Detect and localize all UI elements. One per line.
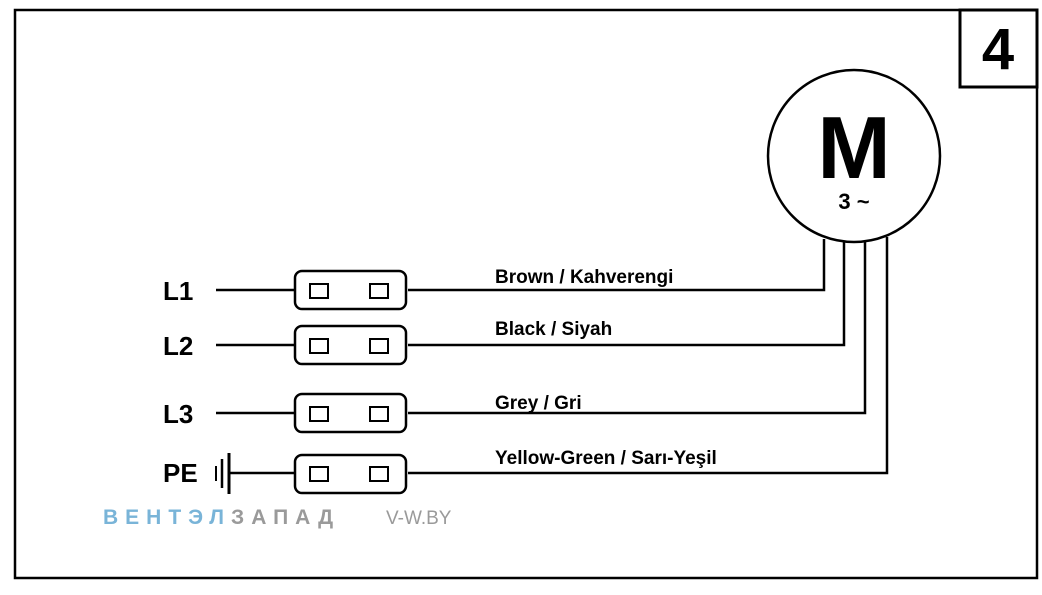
wire-brown: [408, 239, 826, 292]
line-label-pe: PE: [163, 458, 198, 488]
motor-symbol: M 3 ~: [766, 68, 942, 244]
earth-icon: [215, 453, 231, 494]
wire-black: [408, 241, 846, 347]
wire-label-brown: Brown / Kahverengi: [495, 267, 673, 288]
terminal-block: [293, 324, 408, 366]
diagram-number: 4: [982, 17, 1014, 82]
wire-label-black: Black / Siyah: [495, 319, 612, 340]
terminal-block: [293, 392, 408, 434]
wire-label-yellow-green: Yellow-Green / Sarı-Yeşil: [495, 448, 717, 469]
diagram-frame: [13, 8, 1039, 580]
terminal-block: [293, 453, 408, 495]
wire-label-grey: Grey / Gri: [495, 393, 582, 414]
wire-yellow-green: [408, 237, 889, 475]
line-label-l1: L1: [163, 276, 193, 306]
motor-phase-label: 3 ~: [838, 189, 869, 214]
diagram-number-badge: 4: [958, 8, 1039, 89]
line-label-l2: L2: [163, 331, 193, 361]
watermark-brand: ВЕНТЭЛЗАПАД: [103, 506, 340, 529]
motor-wires: [408, 237, 889, 475]
line-label-l3: L3: [163, 399, 193, 429]
wire-grey: [408, 241, 867, 415]
watermark: ВЕНТЭЛЗАПАД V-W.BY: [103, 506, 452, 529]
motor-label: M: [817, 98, 890, 197]
input-leads: [216, 288, 295, 475]
watermark-site: V-W.BY: [386, 508, 452, 529]
terminal-block: [293, 269, 408, 311]
